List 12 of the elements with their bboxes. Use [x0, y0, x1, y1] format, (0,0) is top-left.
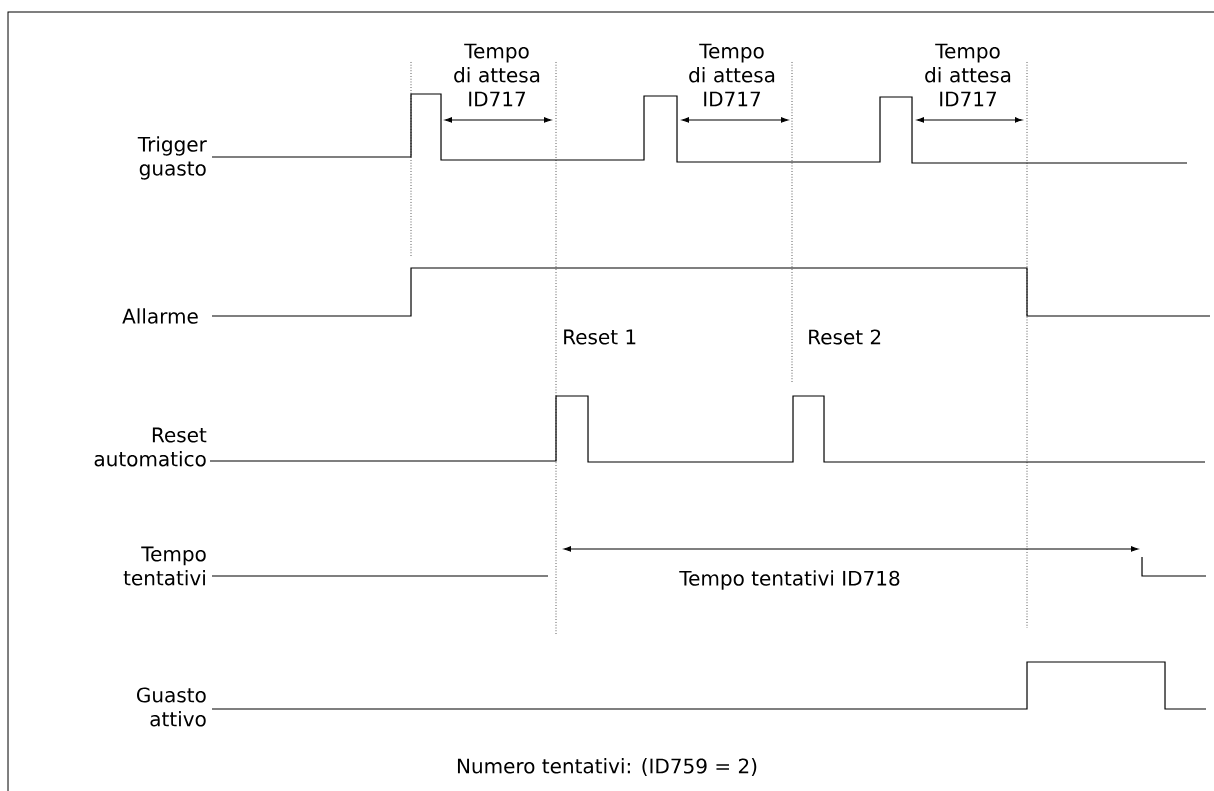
- label: Reset automatico: [94, 427, 207, 467]
- label: Guasto attivo: [137, 687, 206, 727]
- label: Allarme: [122, 308, 198, 324]
- label: Numero tentativi: (ID759 = 2): [457, 758, 757, 776]
- label: Tempo tentativi ID718: [679, 570, 900, 590]
- label: Trigger guasto: [137, 136, 207, 180]
- label: Reset 2: [809, 329, 881, 345]
- label: Reset 1: [564, 329, 636, 345]
- label: Tempo di attesa ID717: [925, 43, 1011, 107]
- label: Tempo di attesa ID717: [689, 43, 775, 107]
- label: Tempo tentativi: [123, 546, 206, 586]
- label: Tempo di attesa ID717: [454, 43, 540, 107]
